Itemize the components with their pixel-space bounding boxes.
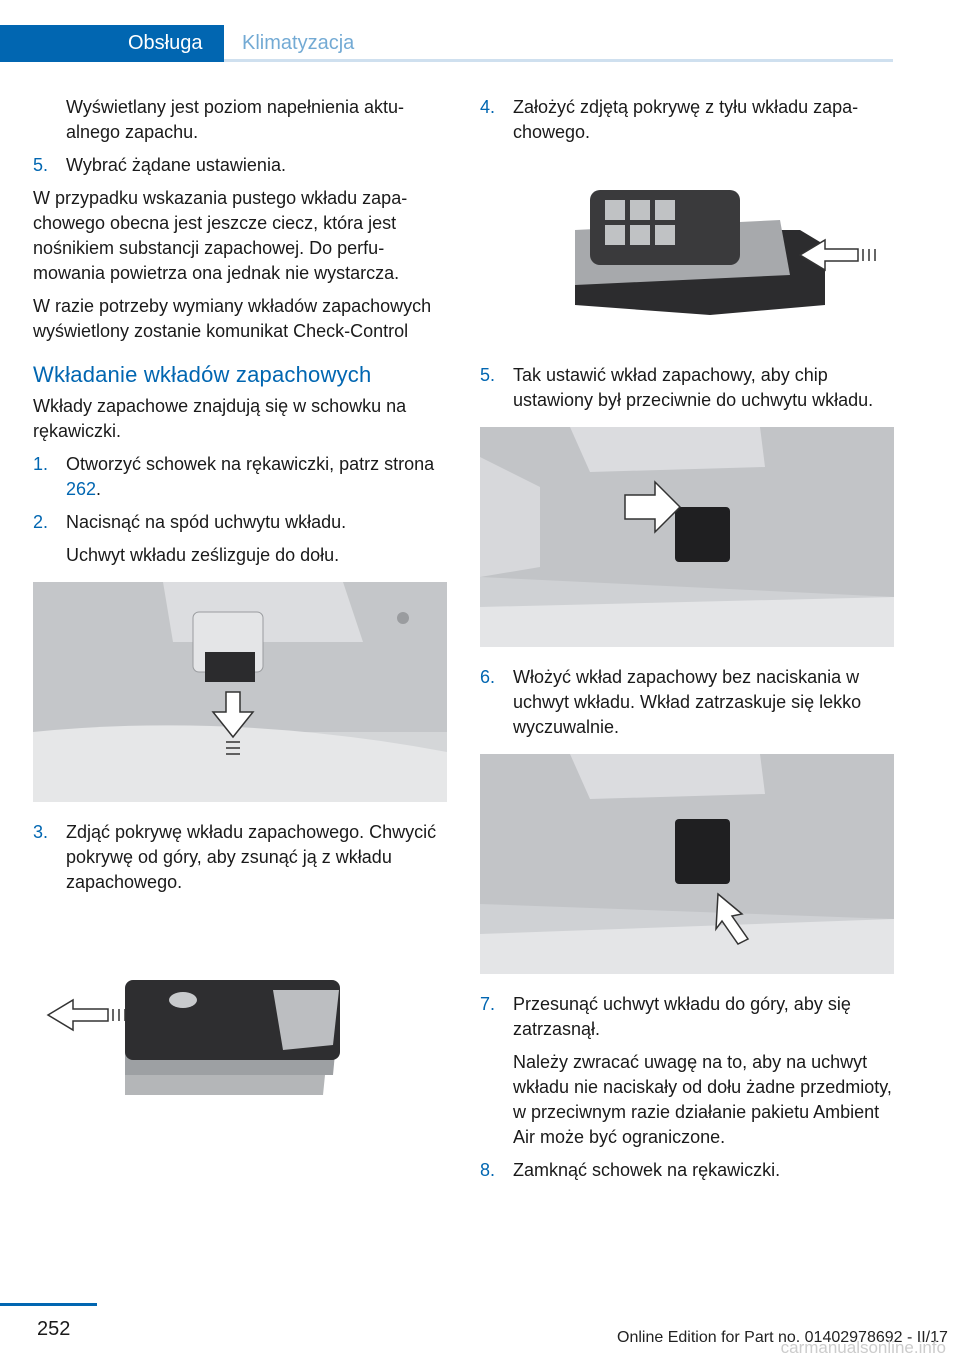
- tab-obsluga-label: Obsługa: [128, 32, 203, 54]
- step-text: Wybrać żądane ustawienia.: [66, 155, 286, 175]
- section-heading: Wkładanie wkładów zapachowych: [33, 362, 372, 387]
- step-2: 2. Nacisnąć na spód uchwytu wkładu.: [33, 510, 447, 535]
- step-text: Założyć zdjętą pokrywę z tyłu wkładu zap…: [513, 97, 859, 142]
- tab-klimatyzacja[interactable]: Klimatyzacja: [242, 32, 355, 54]
- step-7: 7. Przesunąć uchwyt wkładu do góry, aby …: [480, 992, 894, 1042]
- tab-obsluga[interactable]: Obsługa: [0, 25, 224, 62]
- step-number: 6.: [480, 667, 496, 687]
- glovebox-holder-photo: [33, 582, 447, 802]
- step-6: 6. Włożyć wkład zapachowy bez naciskania…: [480, 665, 894, 740]
- step-text: Włożyć wkład zapachowy bez naciskania w …: [513, 667, 862, 737]
- page-number: 252: [37, 1318, 71, 1340]
- step-text: Nacisnąć na spód uchwytu wkładu.: [66, 512, 347, 532]
- insert-cartridge-photo: [480, 754, 894, 974]
- page-link[interactable]: 262: [66, 479, 97, 499]
- watermark: carmanualsonline.info: [780, 1338, 946, 1357]
- step-text: Zdjąć pokrywę wkładu zapachowego. Chwyci…: [66, 822, 437, 892]
- step-number: 5.: [33, 155, 49, 175]
- step-period: .: [96, 479, 102, 499]
- cover-attach-illustration: [575, 190, 876, 315]
- step-2-result: Uchwyt wkładu ześlizguje do dołu.: [66, 545, 340, 565]
- chip-orientation-photo: [480, 427, 894, 647]
- continued-text: Wyświetlany jest poziom napełnienia aktu…: [66, 97, 405, 142]
- step-number: 2.: [33, 512, 49, 532]
- step-7-note: Należy zwracać uwagę na to, aby na uch­w…: [513, 1052, 892, 1147]
- step-number: 5.: [480, 365, 496, 385]
- right-column: 4. Założyć zdjętą pokrywę z tyłu wkładu …: [480, 95, 894, 1191]
- step-text: Zamknąć schowek na rękawiczki.: [513, 1160, 781, 1180]
- header-rule: [224, 59, 893, 62]
- step-3: 3. Zdjąć pokrywę wkładu zapachowego. Chw…: [33, 820, 447, 895]
- paragraph-check-control: W razie potrzeby wymiany wkładów zapacho…: [33, 296, 432, 341]
- step-text: Przesunąć uchwyt wkładu do góry, aby się…: [513, 994, 851, 1039]
- step-number: 7.: [480, 994, 496, 1014]
- edition-line: Online Edition for Part no. 01402978692 …: [617, 1329, 948, 1346]
- left-column: Wyświetlany jest poziom napełnienia aktu…: [33, 95, 447, 1143]
- section-intro: Wkłady zapachowe znajdują się w schowku …: [33, 396, 407, 441]
- step-text: Otworzyć schowek na rękawiczki, patrz st…: [66, 454, 435, 474]
- step-5-left: 5. Wybrać żądane ustawienia.: [33, 153, 447, 178]
- step-1: 1. Otworzyć schowek na rękawiczki, patrz…: [33, 452, 447, 502]
- step-number: 1.: [33, 454, 49, 474]
- step-4: 4. Założyć zdjętą pokrywę z tyłu wkładu …: [480, 95, 894, 145]
- cover-removal-illustration: [46, 980, 340, 1095]
- step-text: Tak ustawić wkład zapachowy, aby chip us…: [513, 365, 874, 410]
- step-number: 8.: [480, 1160, 496, 1180]
- step-8: 8. Zamknąć schowek na rękawiczki.: [480, 1158, 894, 1183]
- step-number: 4.: [480, 97, 496, 117]
- chapter-header: Obsługa Klimatyzacja: [0, 25, 893, 62]
- step-5-right: 5. Tak ustawić wkład zapachowy, aby chip…: [480, 363, 894, 413]
- paragraph-empty-cartridge: W przypadku wskazania pustego wkładu zap…: [33, 188, 408, 283]
- footer-rule: [0, 1303, 97, 1306]
- step-number: 3.: [33, 822, 49, 842]
